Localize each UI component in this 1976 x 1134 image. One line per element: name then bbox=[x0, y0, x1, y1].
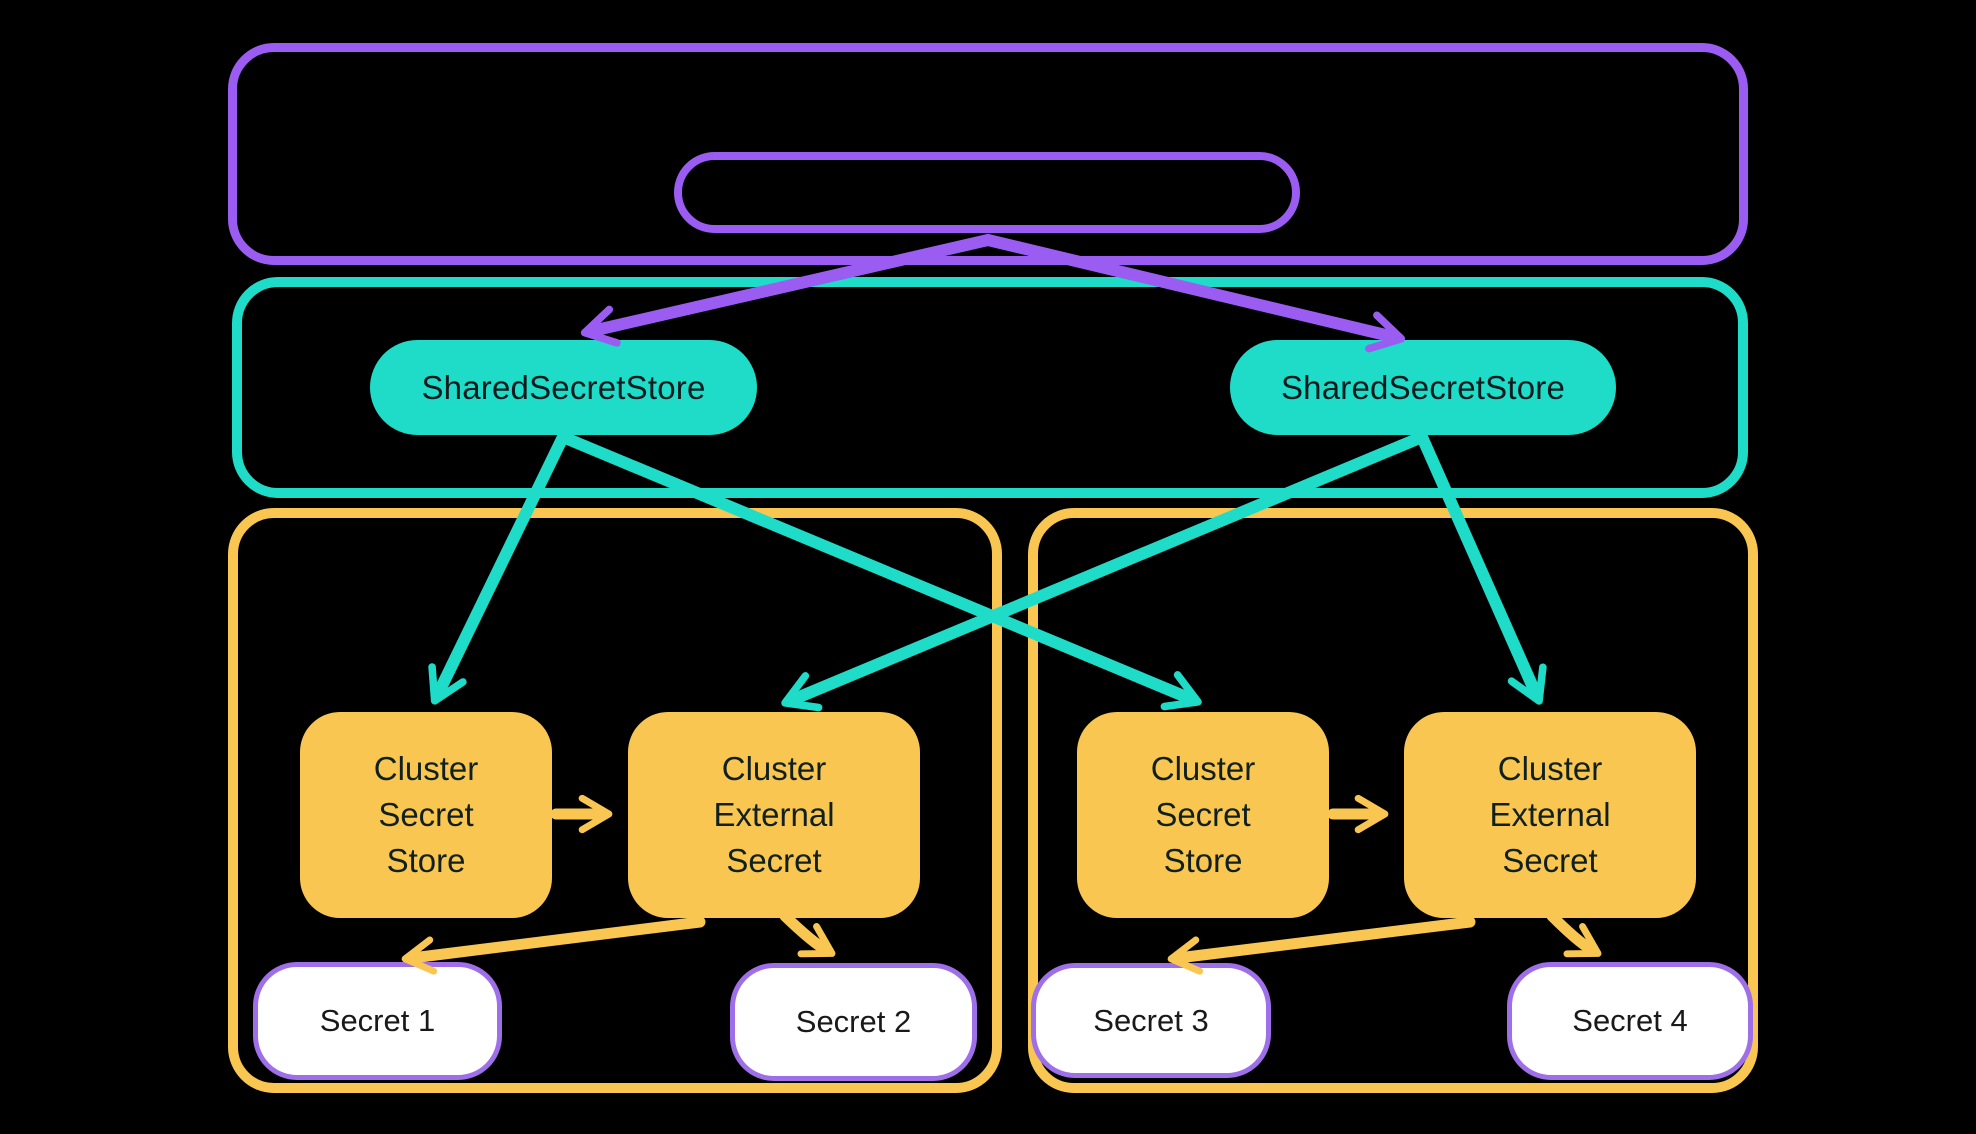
cluster-external-secret-left-line3: Secret bbox=[726, 842, 822, 879]
cluster-secret-store-right-line1: Cluster bbox=[1150, 750, 1256, 787]
cluster-secret-store-left: Cluster Secret Store bbox=[300, 712, 552, 918]
cluster-secret-store-left-line2: Secret bbox=[378, 796, 474, 833]
secret-3-label: Secret 3 bbox=[1093, 1002, 1209, 1038]
shared-secret-store-right-label: SharedSecretStore bbox=[1280, 368, 1566, 406]
secret-4-pill: Secret 4 bbox=[1507, 962, 1753, 1080]
shared-secret-store-left-label: SharedSecretStore bbox=[421, 368, 706, 406]
secret-2-pill: Secret 2 bbox=[730, 963, 977, 1081]
cluster-secret-store-left-line1: Cluster bbox=[373, 750, 479, 787]
cluster-external-secret-left: Cluster External Secret bbox=[628, 712, 920, 918]
secret-1-label: Secret 1 bbox=[319, 1003, 436, 1038]
cluster-secret-store-right-line2: Secret bbox=[1155, 796, 1251, 833]
cluster-external-secret-left-line2: External bbox=[713, 796, 835, 833]
cluster-external-secret-left-line1: Cluster bbox=[721, 750, 827, 787]
secret-4-label: Secret 4 bbox=[1572, 1003, 1688, 1038]
cluster-external-secret-right-line2: External bbox=[1489, 796, 1611, 833]
top-inner-pill bbox=[674, 152, 1300, 233]
cluster-external-secret-right-line1: Cluster bbox=[1497, 750, 1603, 787]
secret-2-label: Secret 2 bbox=[795, 1004, 912, 1039]
shared-secret-store-right: SharedSecretStore bbox=[1230, 340, 1616, 435]
secret-3-pill: Secret 3 bbox=[1031, 963, 1271, 1078]
secret-1-pill: Secret 1 bbox=[253, 962, 502, 1080]
cluster-external-secret-right-line3: Secret bbox=[1502, 842, 1598, 879]
cluster-secret-store-right-line3: Store bbox=[1163, 842, 1243, 879]
cluster-external-secret-right: Cluster External Secret bbox=[1404, 712, 1696, 918]
cluster-secret-store-right: Cluster Secret Store bbox=[1077, 712, 1329, 918]
cluster-secret-store-left-line3: Store bbox=[386, 842, 466, 879]
shared-secret-store-left: SharedSecretStore bbox=[370, 340, 757, 435]
